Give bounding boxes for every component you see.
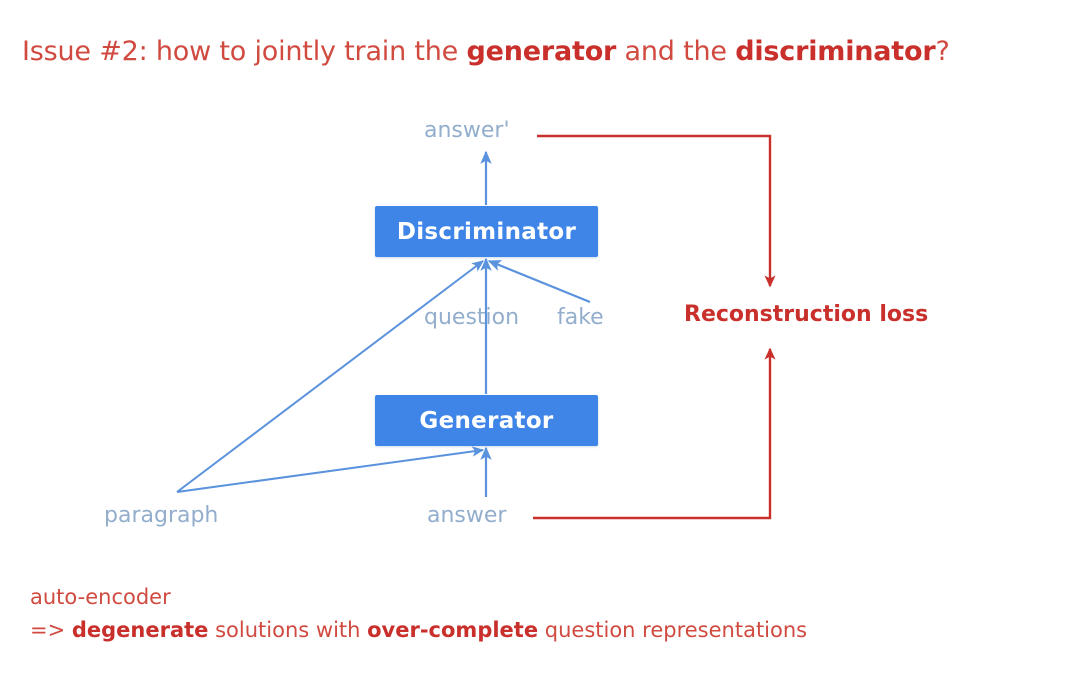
reconstruction-loss-label: Reconstruction loss — [684, 302, 929, 327]
page-title: Issue #2: how to jointly train the gener… — [22, 36, 950, 67]
footer-bold-over-complete: over-complete — [367, 618, 539, 642]
title-bold-discriminator: discriminator — [735, 36, 936, 67]
label-question: question — [424, 305, 520, 330]
footer-tail: question representations — [538, 618, 808, 642]
edge-paragraph-to-generator — [176, 446, 485, 493]
footer-mid: solutions with — [208, 618, 368, 642]
edge-paragraph-to-discriminator — [176, 260, 484, 493]
discriminator-node[interactable]: Discriminator — [375, 206, 598, 257]
footer-arrow: => — [30, 618, 72, 642]
footer-bold-degenerate: degenerate — [71, 618, 209, 642]
label-paragraph: paragraph — [104, 503, 219, 528]
discriminator-label: Discriminator — [396, 218, 577, 245]
title-prefix: Issue #2: how to jointly train the — [22, 36, 467, 67]
label-answer-prime: answer' — [424, 118, 510, 143]
edge-fake-to-discriminator — [487, 259, 591, 304]
footer-auto-encoder: auto-encoder — [30, 585, 171, 609]
title-bold-generator: generator — [466, 36, 617, 67]
generator-label: Generator — [419, 407, 554, 434]
title-middle: and the — [616, 36, 736, 67]
label-fake: fake — [557, 305, 604, 330]
title-suffix: ? — [935, 36, 950, 67]
label-answer: answer — [427, 503, 507, 528]
footer-conclusion: => degenerate solutions with over-comple… — [30, 618, 807, 642]
generator-node[interactable]: Generator — [375, 395, 598, 446]
